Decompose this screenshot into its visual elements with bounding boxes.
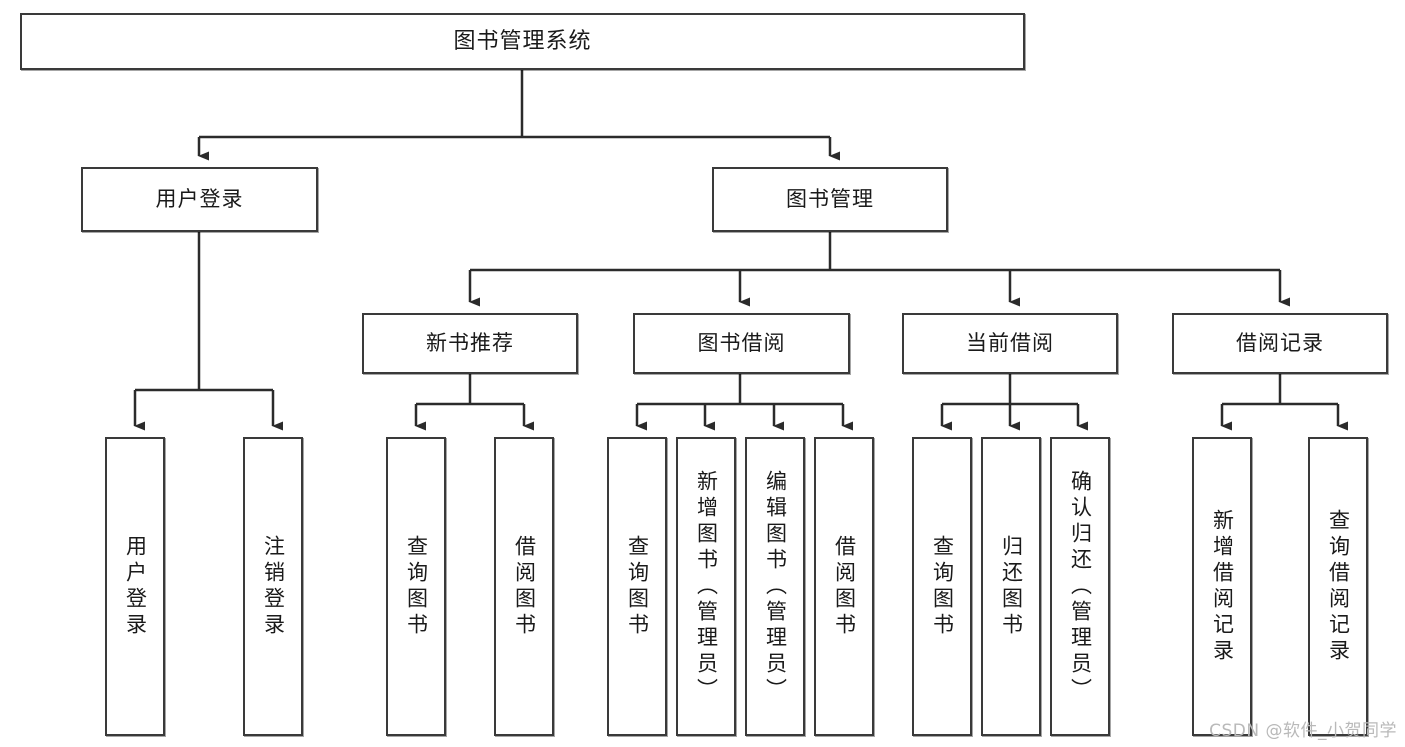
leaf-borrow-book-1[interactable]: 借阅图书 (494, 437, 554, 736)
node-root-system[interactable]: 图书管理系统 (20, 13, 1025, 70)
leaf-query-book-2[interactable]: 查询图书 (607, 437, 667, 736)
leaf-query-book-3[interactable]: 查询图书 (912, 437, 972, 736)
node-label: 用户登录 (123, 534, 148, 639)
node-book-borrow[interactable]: 图书借阅 (633, 313, 850, 374)
node-label: 归还图书 (999, 534, 1024, 639)
node-label: 借阅记录 (1236, 331, 1324, 356)
node-label: 新增图书（管理员） (694, 469, 719, 704)
leaf-query-book-1[interactable]: 查询图书 (386, 437, 446, 736)
node-new-book-recommend[interactable]: 新书推荐 (362, 313, 578, 374)
node-label: 图书借阅 (697, 331, 786, 356)
leaf-query-record[interactable]: 查询借阅记录 (1308, 437, 1368, 736)
node-label: 查询图书 (404, 534, 429, 639)
node-label: 新增借阅记录 (1210, 508, 1235, 665)
leaf-add-book[interactable]: 新增图书（管理员） (676, 437, 736, 736)
node-user-login[interactable]: 用户登录 (81, 167, 318, 232)
node-label: 当前借阅 (966, 331, 1054, 356)
node-label: 图书管理系统 (453, 28, 592, 54)
node-label: 借阅图书 (512, 534, 537, 639)
node-label: 图书管理 (786, 187, 874, 212)
node-label: 新书推荐 (426, 331, 514, 356)
leaf-confirm-return[interactable]: 确认归还（管理员） (1050, 437, 1110, 736)
leaf-edit-book[interactable]: 编辑图书（管理员） (745, 437, 805, 736)
node-label: 查询图书 (625, 534, 650, 639)
csdn-watermark: CSDN @软件_小贺同学 (1209, 721, 1397, 741)
leaf-logout-login[interactable]: 注销登录 (243, 437, 303, 736)
node-label: 编辑图书（管理员） (763, 469, 788, 704)
node-label: 查询借阅记录 (1326, 508, 1351, 665)
node-borrow-record[interactable]: 借阅记录 (1172, 313, 1388, 374)
node-book-management[interactable]: 图书管理 (712, 167, 948, 232)
leaf-add-record[interactable]: 新增借阅记录 (1192, 437, 1252, 736)
leaf-user-login[interactable]: 用户登录 (105, 437, 165, 736)
node-label: 注销登录 (261, 534, 286, 639)
node-label: 用户登录 (155, 187, 244, 212)
node-label: 确认归还（管理员） (1068, 469, 1093, 704)
leaf-return-book[interactable]: 归还图书 (981, 437, 1041, 736)
node-label: 借阅图书 (832, 534, 857, 639)
node-current-borrow[interactable]: 当前借阅 (902, 313, 1118, 374)
node-label: 查询图书 (930, 534, 955, 639)
leaf-borrow-book-2[interactable]: 借阅图书 (814, 437, 874, 736)
